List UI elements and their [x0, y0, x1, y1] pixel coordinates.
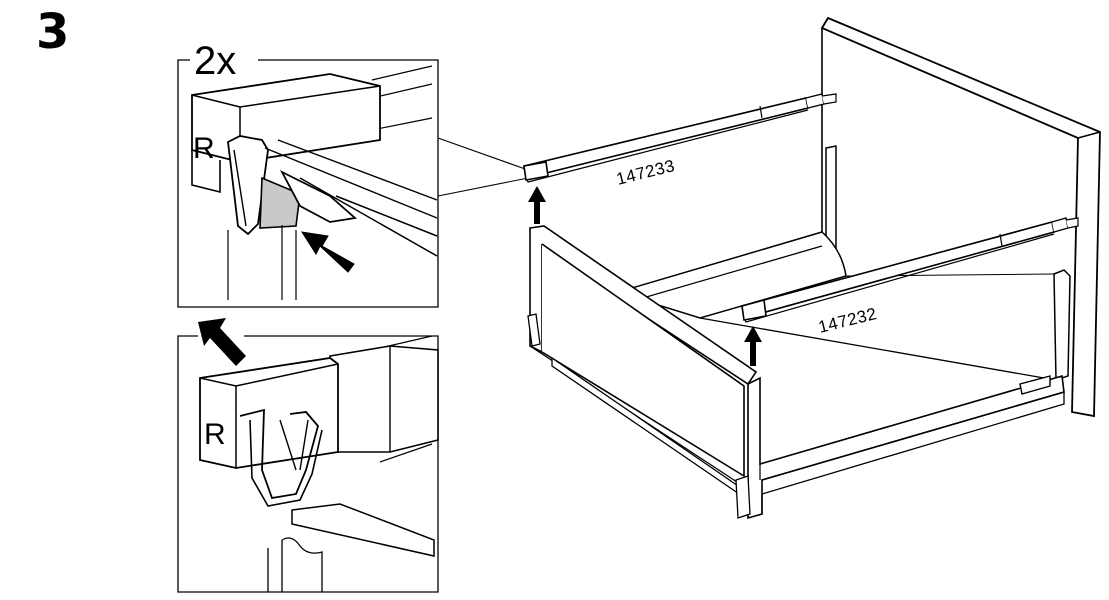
arrow-icon — [300, 231, 355, 273]
arrow-icon — [528, 186, 546, 224]
callout-lines — [437, 137, 529, 197]
side-marker-r-top: R — [193, 132, 215, 165]
part-label-front-rail: 147232 — [816, 304, 879, 337]
drawer-assembly: 147233 147232 — [523, 16, 1101, 520]
detail-panel-bottom: R — [177, 318, 439, 593]
arrow-icon — [744, 326, 762, 366]
step-number: 3 — [36, 4, 70, 60]
screwdriver-icon — [264, 139, 438, 257]
side-marker-r-bottom: R — [204, 418, 226, 451]
rail-front — [741, 217, 1079, 323]
arrow-icon — [198, 318, 246, 366]
part-label-back-rail: 147233 — [614, 156, 677, 189]
quantity-label: 2x — [194, 39, 236, 83]
rail-back — [523, 93, 837, 183]
detail-panel-top: 2x R — [177, 39, 439, 308]
